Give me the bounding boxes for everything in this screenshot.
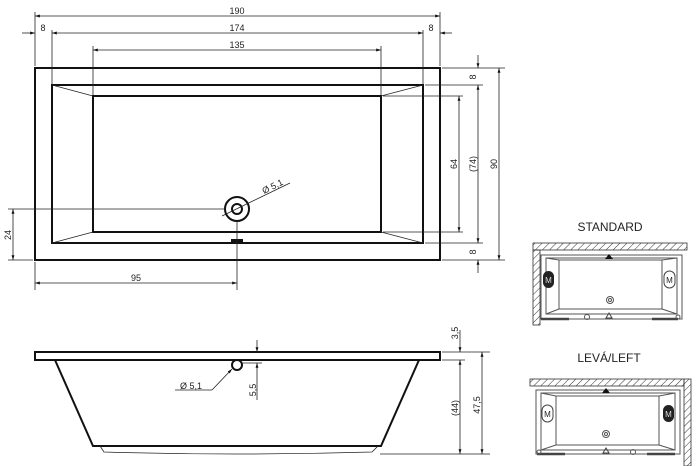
dimension-lines bbox=[8, 12, 505, 290]
overflow-diameter-label: Ø 5,1 bbox=[180, 381, 202, 391]
dim-total-width: 90 bbox=[489, 159, 499, 169]
triangle-marker-icon bbox=[605, 254, 613, 259]
basin-outline bbox=[555, 395, 660, 446]
motor-right-label: M bbox=[666, 276, 673, 285]
dim-total-height: 47,5 bbox=[472, 396, 482, 414]
tub-body-profile bbox=[54, 359, 420, 447]
dim-rim-top: 8 bbox=[468, 74, 478, 79]
motor-left-icon bbox=[543, 271, 554, 288]
tub-base-profile bbox=[99, 445, 379, 455]
motor-right-icon bbox=[663, 405, 674, 422]
dim-drain-y: 24 bbox=[3, 230, 13, 240]
triangle-outline-icon bbox=[602, 447, 610, 454]
dim-inner-length: 174 bbox=[229, 23, 244, 33]
dim-bottom-width: 64 bbox=[449, 159, 459, 169]
variant-title: STANDARD bbox=[577, 220, 642, 234]
dim-bottom-length: 135 bbox=[229, 40, 244, 50]
motor-left-label: M bbox=[544, 410, 551, 419]
overflow-hole bbox=[231, 359, 243, 371]
control-icon bbox=[630, 449, 636, 455]
control-icon bbox=[584, 314, 590, 320]
dim-rim-left: 8 bbox=[40, 23, 45, 33]
motor-left-label: M bbox=[545, 276, 552, 285]
motor-right-label: M bbox=[665, 410, 672, 419]
top-view: 190 174 8 8 135 8 8 64 (74) 90 24 95 Ø 5… bbox=[3, 6, 505, 290]
dim-overflow-offset: 5,5 bbox=[248, 384, 258, 397]
basin-outline bbox=[558, 259, 663, 310]
variant-standard: STANDARD M M bbox=[532, 220, 688, 326]
side-dimension-lines bbox=[175, 330, 490, 455]
dim-rim-thickness: 3,5 bbox=[450, 327, 460, 340]
dim-total-length: 190 bbox=[229, 6, 244, 16]
tub-basin-outline bbox=[92, 95, 382, 233]
basin-slope-lines bbox=[51, 84, 424, 244]
tub-outline bbox=[535, 389, 681, 455]
drain-icon bbox=[602, 430, 610, 438]
dim-rim-right: 8 bbox=[428, 23, 433, 33]
wall-hatch-left bbox=[532, 249, 541, 326]
wall-hatch-right bbox=[683, 378, 692, 466]
dim-drain-x: 95 bbox=[131, 273, 141, 283]
triangle-outline-icon bbox=[605, 312, 613, 319]
drain-diameter-label: Ø 5,1 bbox=[260, 177, 284, 196]
tub-rim-inner-outline bbox=[51, 84, 424, 244]
motor-right-icon bbox=[663, 270, 676, 289]
triangle-marker-icon bbox=[602, 388, 610, 393]
side-view: Ø 5,1 5,5 3,5 (44) 47,5 bbox=[34, 327, 490, 455]
wall-hatch-top bbox=[532, 242, 688, 251]
dim-rim-bottom: 8 bbox=[468, 249, 478, 254]
dim-inner-depth: (44) bbox=[450, 400, 460, 416]
wall-hatch-top bbox=[529, 378, 685, 387]
variant-title: LEVÁ/LEFT bbox=[577, 350, 641, 365]
tub-rim-profile bbox=[34, 351, 441, 361]
motor-left-icon bbox=[541, 404, 554, 423]
dim-inner-width: (74) bbox=[468, 156, 478, 172]
tub-outline bbox=[540, 254, 683, 320]
variant-left: LEVÁ/LEFT M M bbox=[529, 350, 692, 466]
tub-outer-outline bbox=[34, 67, 441, 261]
drain-icon bbox=[606, 296, 614, 304]
